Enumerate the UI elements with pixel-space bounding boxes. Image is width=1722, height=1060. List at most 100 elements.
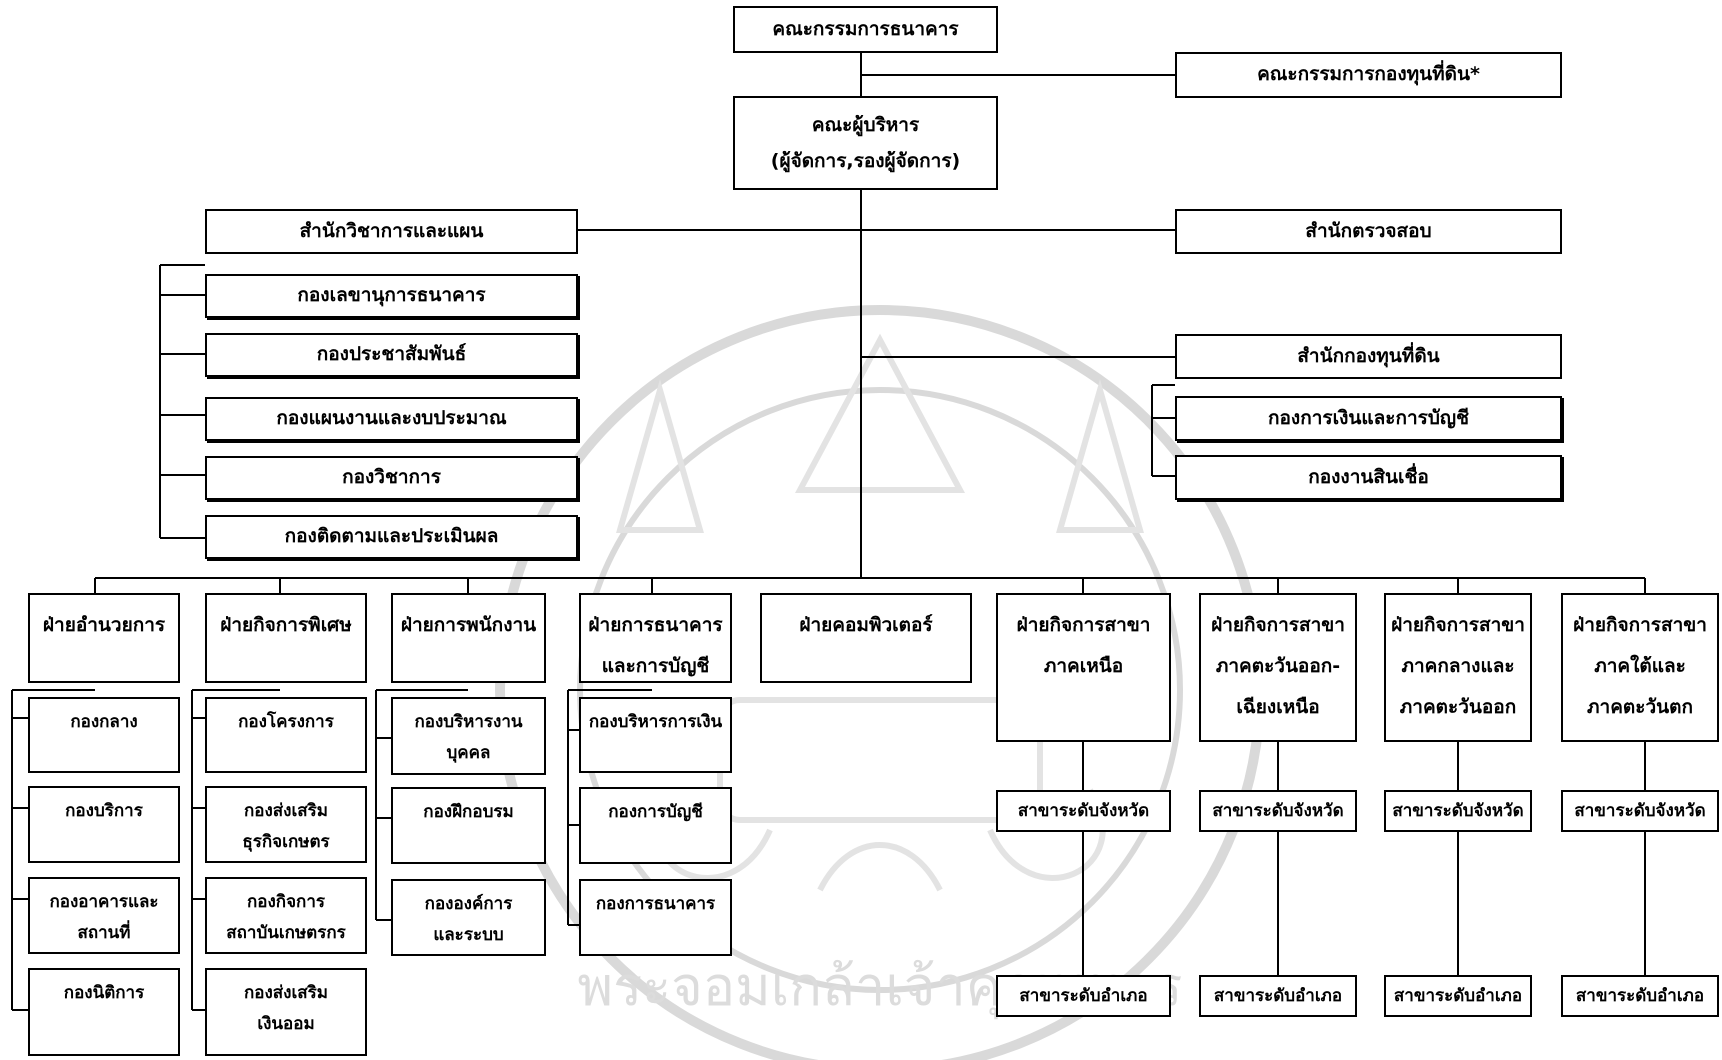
sub-division-box: กององค์การ และระบบ: [391, 879, 546, 956]
sub-division-label: กองนิติการ: [63, 983, 145, 1003]
sub-division-label: กองบริการ: [65, 801, 143, 821]
department-label: เฉียงเหนือ: [1236, 695, 1320, 718]
land-fund-committee-label: คณะกรรมการกองทุนที่ดิน*: [1257, 63, 1480, 86]
sub-division-label: กองกลาง: [70, 712, 138, 732]
department-label: และการบัญชี: [601, 654, 710, 677]
branch-province-box: สาขาระดับจังหวัด: [1199, 790, 1357, 832]
academic-division-box: กองเลขานุการธนาคาร: [205, 274, 578, 318]
branch-district-box: สาขาระดับอำเภอ: [996, 975, 1171, 1017]
land-fund-office-box: สำนักกองทุนที่ดิน: [1175, 334, 1562, 379]
sub-division-box: กองกิจการ สถาบันเกษตรกร: [205, 877, 367, 954]
sub-division-label: กองอาคารและ: [49, 892, 159, 912]
sub-division-label: สถานที่: [77, 923, 131, 944]
sub-division-box: กองบริหารการเงิน: [579, 697, 732, 773]
executives-title: คณะผู้บริหาร: [811, 113, 920, 136]
sub-division-box: กองการบัญชี: [579, 787, 732, 864]
department-label: ภาคกลางและ: [1401, 654, 1515, 677]
department-box: ฝ่ายคอมพิวเตอร์: [760, 593, 972, 683]
branch-province-box: สาขาระดับจังหวัด: [1384, 790, 1532, 832]
academic-division-box: กองวิชาการ: [205, 456, 578, 500]
academic-division-box: กองประชาสัมพันธ์: [205, 333, 578, 377]
sub-division-box: กองบริหารงาน บุคคล: [391, 697, 546, 775]
executives-box: คณะผู้บริหาร (ผู้จัดการ,รองผู้จัดการ): [733, 96, 998, 190]
board-label: คณะกรรมการธนาคาร: [772, 17, 959, 40]
department-label: ฝ่ายคอมพิวเตอร์: [799, 614, 933, 636]
sub-division-label: กองกิจการ: [246, 892, 326, 912]
audit-office-label: สำนักตรวจสอบ: [1305, 219, 1432, 242]
department-label: ฝ่ายกิจการสาขา: [1391, 614, 1525, 636]
sub-division-label: กองโครงการ: [238, 712, 334, 732]
sub-division-label: และระบบ: [433, 925, 504, 946]
sub-division-label: กองการบัญชี: [608, 802, 703, 822]
branch-label: สาขาระดับจังหวัด: [1212, 800, 1344, 821]
sub-division-box: กองกลาง: [28, 697, 180, 773]
academic-division-box: กองแผนงานและงบประมาณ: [205, 397, 578, 441]
department-box: ฝ่ายกิจการสาขา ภาคเหนือ: [996, 593, 1171, 742]
sub-division-box: กองโครงการ: [205, 697, 367, 773]
academic-division-label: กองติดตามและประเมินผล: [284, 525, 499, 548]
sub-division-box: กองฝึกอบรม: [391, 787, 546, 864]
department-box: ฝ่ายการธนาคาร และการบัญชี: [579, 593, 732, 683]
department-label: ฝ่ายกิจการพิเศษ: [220, 614, 352, 636]
branch-label: สาขาระดับจังหวัด: [1017, 800, 1150, 821]
department-box: ฝ่ายอำนวยการ: [28, 593, 180, 683]
sub-division-label: กองส่งเสริม: [243, 801, 328, 821]
sub-division-box: กองส่งเสริม เงินออม: [205, 968, 367, 1056]
department-label: ฝ่ายการพนักงาน: [400, 614, 537, 636]
academic-office-box: สำนักวิชาการและแผน: [205, 209, 578, 254]
branch-label: สาขาระดับอำเภอ: [1213, 985, 1343, 1006]
department-label: ภาคตะวันตก: [1587, 695, 1693, 718]
department-box: ฝ่ายกิจการสาขา ภาคกลางและ ภาคตะวันออก: [1384, 593, 1532, 742]
branch-province-box: สาขาระดับจังหวัด: [1561, 790, 1719, 832]
sub-division-label: เงินออม: [257, 1014, 315, 1035]
academic-division-label: กองแผนงานและงบประมาณ: [276, 407, 507, 430]
branch-district-box: สาขาระดับอำเภอ: [1561, 975, 1719, 1017]
board-box: คณะกรรมการธนาคาร: [733, 6, 998, 53]
sub-division-label: กองบริหารงาน: [414, 712, 523, 732]
sub-division-label: กองส่งเสริม: [243, 983, 328, 1003]
sub-division-label: ธุรกิจเกษตร: [242, 832, 330, 853]
branch-label: สาขาระดับอำเภอ: [1019, 985, 1148, 1006]
department-box: ฝ่ายกิจการพิเศษ: [205, 593, 367, 683]
department-box: ฝ่ายการพนักงาน: [391, 593, 546, 683]
department-label: ฝ่ายกิจการสาขา: [1573, 614, 1707, 636]
department-label: ภาคตะวันออก-: [1215, 654, 1341, 677]
department-label: ฝ่ายอำนวยการ: [42, 614, 166, 636]
branch-label: สาขาระดับจังหวัด: [1574, 800, 1706, 821]
academic-office-label: สำนักวิชาการและแผน: [299, 219, 484, 242]
department-label: ภาคเหนือ: [1043, 654, 1124, 677]
sub-division-box: กองอาคารและ สถานที่: [28, 877, 180, 954]
academic-division-label: กองวิชาการ: [342, 466, 441, 489]
sub-division-label: กองฝึกอบรม: [423, 802, 514, 822]
branch-label: สาขาระดับอำเภอ: [1575, 985, 1705, 1006]
department-label: ฝ่ายกิจการสาขา: [1016, 614, 1151, 636]
academic-division-label: กองประชาสัมพันธ์: [316, 343, 467, 366]
land-fund-office-label: สำนักกองทุนที่ดิน: [1297, 344, 1440, 367]
department-label: ภาคใต้และ: [1594, 654, 1686, 677]
department-box: ฝ่ายกิจการสาขา ภาคตะวันออก- เฉียงเหนือ: [1199, 593, 1357, 742]
sub-division-label: กองการธนาคาร: [595, 894, 716, 914]
department-label: ฝ่ายการธนาคาร: [588, 614, 723, 636]
branch-label: สาขาระดับอำเภอ: [1393, 985, 1523, 1006]
branch-district-box: สาขาระดับอำเภอ: [1384, 975, 1532, 1017]
branch-province-box: สาขาระดับจังหวัด: [996, 790, 1171, 832]
sub-division-box: กองบริการ: [28, 786, 180, 863]
academic-division-label: กองเลขานุการธนาคาร: [297, 284, 486, 307]
sub-division-label: กองบริหารการเงิน: [588, 712, 723, 732]
sub-division-label: กององค์การ: [424, 894, 513, 914]
land-fund-division-label: กองงานสินเชื่อ: [1308, 465, 1429, 488]
branch-district-box: สาขาระดับอำเภอ: [1199, 975, 1357, 1017]
sub-division-label: บุคคล: [446, 743, 491, 764]
sub-division-label: สถาบันเกษตรกร: [226, 923, 346, 944]
land-fund-division-label: กองการเงินและการบัญชี: [1268, 406, 1469, 429]
sub-division-box: กองนิติการ: [28, 968, 180, 1056]
academic-division-box: กองติดตามและประเมินผล: [205, 515, 578, 559]
department-box: ฝ่ายกิจการสาขา ภาคใต้และ ภาคตะวันตก: [1561, 593, 1719, 742]
sub-division-box: กองส่งเสริม ธุรกิจเกษตร: [205, 786, 367, 863]
executives-subtitle: (ผู้จัดการ,รองผู้จัดการ): [770, 150, 961, 172]
department-label: ภาคตะวันออก: [1399, 695, 1517, 718]
sub-division-box: กองการธนาคาร: [579, 879, 732, 956]
audit-office-box: สำนักตรวจสอบ: [1175, 209, 1562, 254]
department-label: ฝ่ายกิจการสาขา: [1211, 614, 1345, 636]
